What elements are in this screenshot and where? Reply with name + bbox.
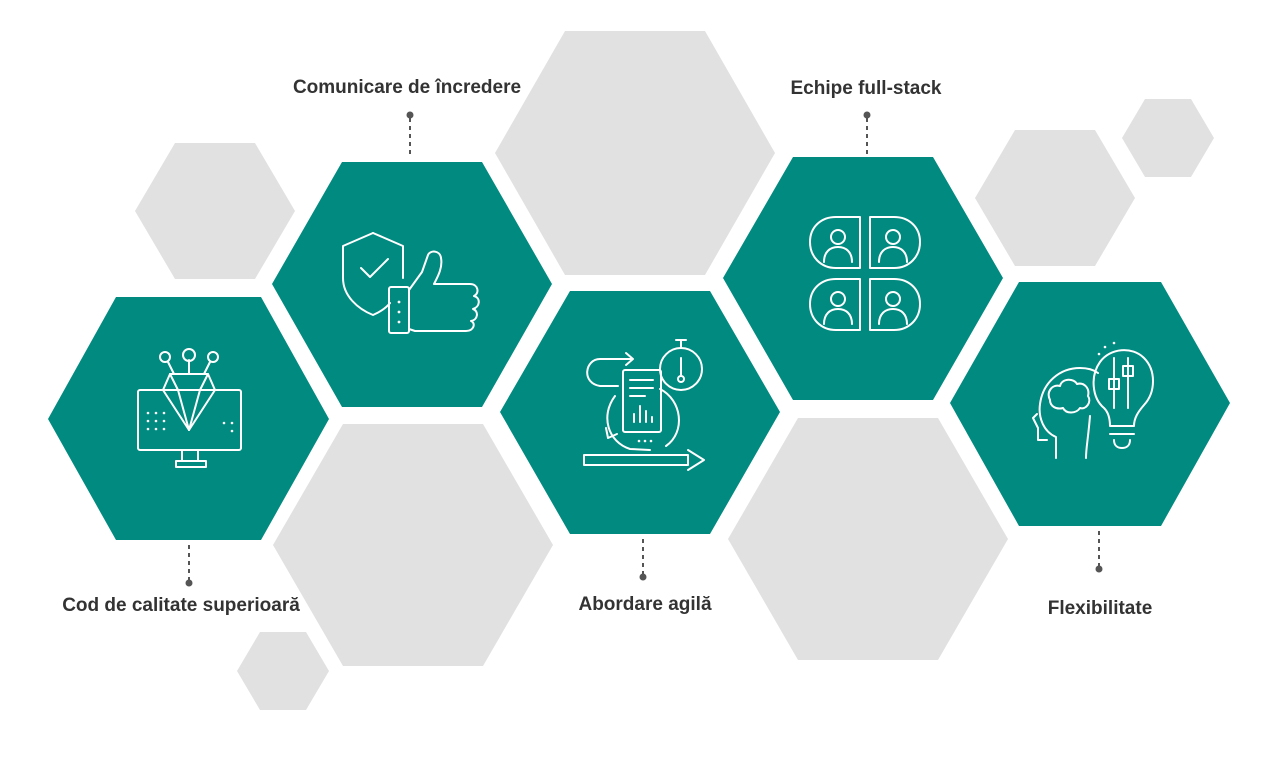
connector-dot	[185, 579, 193, 587]
gray-hexagon	[975, 130, 1135, 266]
connector-dot	[639, 573, 647, 581]
team-grid-icon	[809, 216, 921, 331]
hexagon-flexibility	[950, 282, 1230, 526]
gray-hexagon	[135, 143, 295, 279]
gray-hexagon	[273, 424, 553, 666]
gray-hexagon	[237, 632, 329, 710]
diamond-monitor-icon	[137, 348, 242, 468]
connectors	[185, 111, 1103, 587]
labels: Cod de calitate superioară Comunicare de…	[62, 77, 1152, 619]
label-flexibility: Flexibilitate	[1048, 598, 1153, 619]
label-agile-approach: Abordare agilă	[578, 594, 711, 615]
decorative-hexagons	[135, 31, 1214, 710]
label-full-stack-teams: Echipe full-stack	[791, 78, 942, 99]
head-lightbulb-icon	[1032, 341, 1154, 459]
hexagon-full-stack-teams	[723, 157, 1003, 400]
gray-hexagon	[728, 418, 1008, 660]
connector-dot	[406, 111, 414, 119]
connector-dot	[1095, 565, 1103, 573]
hexagon-code-quality	[48, 297, 329, 540]
label-trusted-communication: Comunicare de încredere	[293, 77, 521, 98]
gray-hexagon	[495, 31, 775, 275]
agile-cycle-icon	[583, 339, 705, 471]
connector-dot	[863, 111, 871, 119]
label-code-quality: Cod de calitate superioară	[62, 595, 300, 616]
gray-hexagon	[1122, 99, 1214, 177]
shield-thumbs-up-icon	[342, 232, 480, 334]
